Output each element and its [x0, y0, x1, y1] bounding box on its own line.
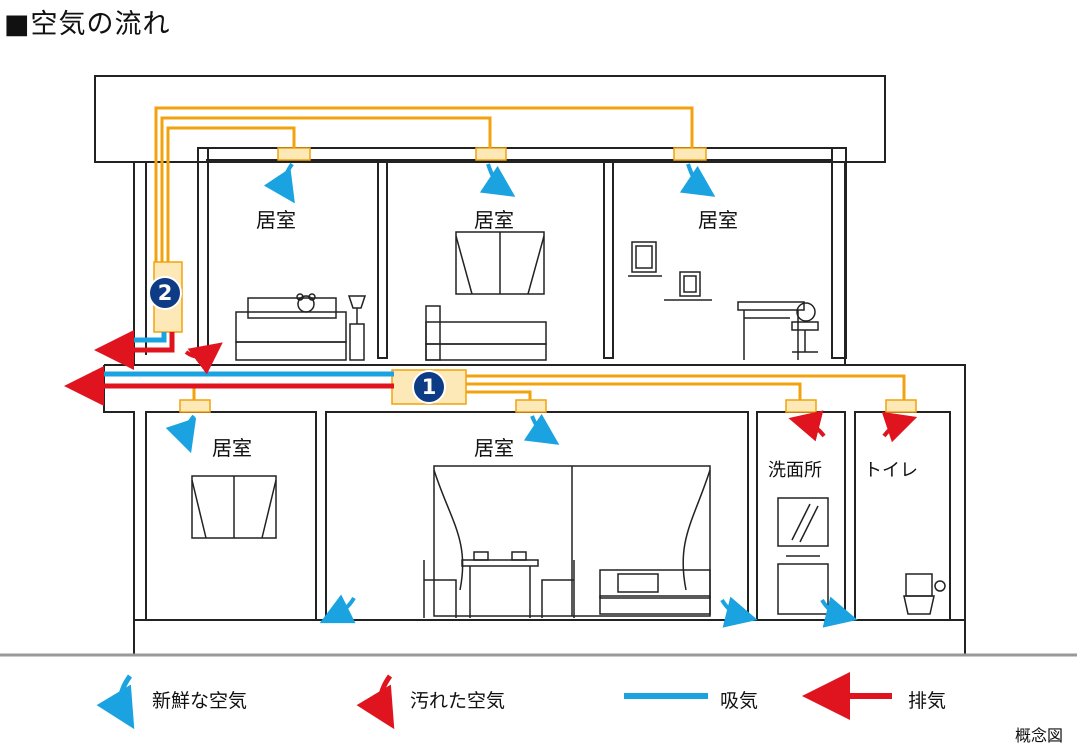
lamp-icon [347, 295, 367, 361]
exhaust-pipe-2 [94, 330, 175, 370]
diffuser [475, 147, 507, 161]
duct-living [466, 390, 532, 400]
mirror-icon [777, 497, 829, 547]
legend-fresh-air: 新鮮な空気 [152, 690, 248, 712]
dirty-arrow [788, 410, 826, 442]
room-label-upper-middle: 居室 [474, 208, 514, 232]
bed2-icon [425, 305, 547, 361]
exhaust-pipes [64, 330, 394, 406]
legend-intake-line [624, 693, 708, 699]
legend-exhaust: 排気 [908, 690, 947, 712]
legend-fresh-arrow [96, 674, 135, 730]
diffuser [673, 147, 707, 161]
sofa-icon [599, 569, 711, 615]
duct-network [154, 106, 906, 400]
fresh-arrow [679, 163, 716, 197]
diffuser [885, 399, 917, 413]
unit-1-badge: 1 [412, 370, 446, 404]
roof [94, 75, 886, 163]
diffuser [179, 399, 211, 413]
dirty-arrow [881, 411, 918, 443]
upper-outer-walls [133, 162, 846, 365]
page-title: ■空気の流れ [4, 9, 171, 40]
fresh-arrow [165, 414, 197, 454]
diffuser [785, 399, 817, 413]
footnote-concept: 概念図 [1014, 726, 1063, 745]
airflow-arrows [165, 162, 918, 628]
fresh-arrow [523, 413, 560, 445]
living-window-icon [433, 465, 711, 617]
legend-dirty-arrow [356, 674, 395, 730]
duct-washroom [466, 382, 802, 400]
room-label-washroom: 洗面所 [768, 460, 822, 481]
dirty-arrow [184, 342, 223, 375]
picture-frame-icon [628, 241, 712, 301]
duct-upper-left [166, 126, 296, 270]
fresh-arrow [263, 162, 295, 204]
intake-pipe-2 [120, 332, 167, 343]
window-lower-left-icon [191, 475, 277, 539]
room-washroom [756, 411, 846, 621]
wall-upper-mid1 [377, 159, 388, 359]
legend-dirty-air: 汚れた空気 [410, 690, 506, 712]
sink-icon [777, 555, 829, 615]
wall-upper-right [831, 147, 847, 359]
duct-upper-middle [160, 116, 492, 270]
wall-upper-left [197, 147, 209, 359]
fresh-arrow [319, 594, 356, 624]
wall-upper-mid2 [603, 159, 614, 359]
room-label-upper-right: 居室 [698, 208, 738, 232]
room-label-upper-left: 居室 [256, 208, 296, 232]
diffuser [515, 399, 547, 413]
room-living [325, 411, 749, 621]
legend-intake: 吸気 [720, 690, 759, 712]
duct-upper-right [154, 106, 694, 270]
legend-graphics [96, 672, 892, 730]
window-curtain-icon [455, 231, 545, 295]
diffuser [277, 147, 311, 161]
room-label-toilet: トイレ [864, 460, 918, 481]
toilet-icon [903, 573, 946, 615]
room-label-lower-left: 居室 [212, 436, 252, 460]
room-label-living: 居室 [474, 436, 514, 460]
dining-set-icon [423, 551, 575, 618]
intake-pipes [92, 332, 394, 377]
desk-chair-icon [737, 301, 819, 360]
fresh-arrow [820, 596, 858, 628]
fresh-arrow [479, 163, 516, 197]
bed-icon [235, 293, 347, 361]
unit-2-badge: 2 [148, 276, 182, 310]
fresh-arrow [720, 596, 758, 628]
duct-toilet [466, 374, 906, 400]
